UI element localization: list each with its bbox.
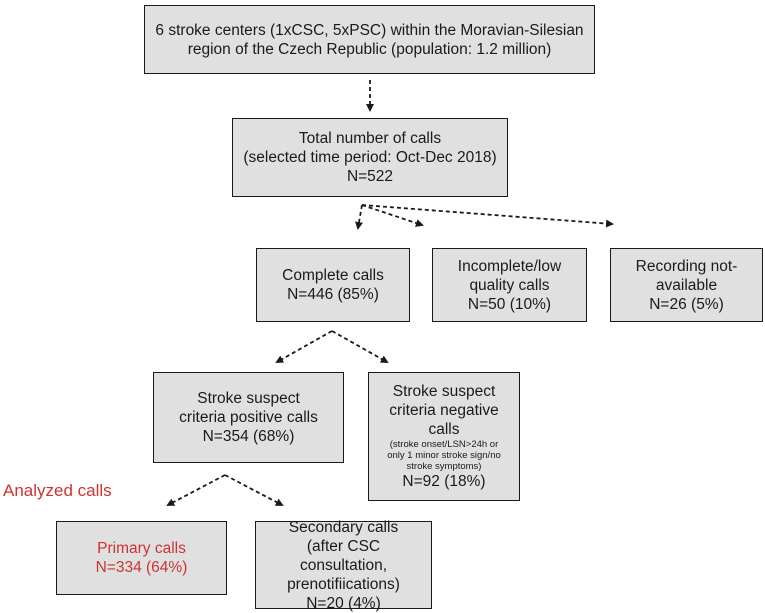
box-line: N=522	[346, 168, 394, 185]
complete-calls-box: Complete calls N=446 (85%)	[256, 248, 410, 322]
box-line: available	[655, 276, 718, 294]
incomplete-calls-box: Incomplete/low quality calls N=50 (10%)	[432, 248, 587, 322]
arrow-positive-to-secondary	[224, 474, 284, 506]
box-line: Total number of calls	[298, 130, 442, 147]
analyzed-calls-label: Analyzed calls	[3, 481, 112, 500]
arrow-complete-to-positive	[275, 330, 333, 363]
box-note-line: (stroke onset/LSN>24h or	[389, 439, 499, 450]
box-line: prenotifiications)	[287, 575, 400, 593]
box-line: quality calls	[469, 276, 550, 294]
arrow-total-to-not-available	[361, 204, 614, 228]
box-line: Stroke suspect	[392, 383, 496, 400]
box-line: 6 stroke centers (1xCSC, 5xPSC) within t…	[155, 21, 584, 39]
stroke-centers-box: 6 stroke centers (1xCSC, 5xPSC) within t…	[144, 5, 595, 74]
box-line: (after CSC consultation,	[299, 537, 388, 574]
box-line: N=20 (4%)	[306, 594, 381, 612]
negative-calls-box: Stroke suspect criteria negative calls (…	[368, 372, 520, 501]
secondary-calls-box: Secondary calls (after CSC consultation,…	[255, 518, 432, 612]
box-line: N=354 (68%)	[202, 428, 295, 445]
box-line: Stroke suspect	[197, 390, 300, 407]
box-note-line: stroke symptoms)	[406, 461, 482, 472]
total-calls-box: Total number of calls (selected time per…	[232, 118, 508, 197]
arrow-total-to-complete	[355, 204, 363, 230]
box-line: calls	[428, 421, 460, 438]
box-line: Recording not-	[635, 257, 738, 275]
box-line: criteria positive calls	[179, 409, 318, 426]
box-line: N=50 (10%)	[467, 295, 552, 313]
box-line: N=446 (85%)	[287, 286, 379, 303]
box-line: (selected time period: Oct-Dec 2018)	[243, 149, 497, 166]
recording-not-available-box: Recording not- available N=26 (5%)	[610, 248, 763, 322]
arrow-total-to-incomplete	[361, 204, 424, 227]
box-line: Complete calls	[282, 267, 384, 284]
box-line: Incomplete/low	[457, 257, 562, 275]
box-line: Primary calls	[97, 540, 186, 557]
primary-calls-box: Primary calls N=334 (64%)	[56, 521, 227, 595]
box-note-line: only 1 minor stroke sign/no	[387, 450, 501, 461]
arrow-positive-to-primary	[166, 474, 226, 506]
box-line: N=334 (64%)	[95, 559, 188, 576]
box-line: N=26 (5%)	[649, 295, 724, 313]
positive-calls-box: Stroke suspect criteria positive calls N…	[153, 372, 344, 463]
box-line: criteria negative	[389, 402, 499, 419]
box-line: Secondary calls	[288, 518, 399, 536]
box-line: region of the Czech Republic (population…	[187, 40, 552, 58]
box-line: N=92 (18%)	[402, 473, 486, 490]
arrow-complete-to-negative	[331, 330, 389, 363]
